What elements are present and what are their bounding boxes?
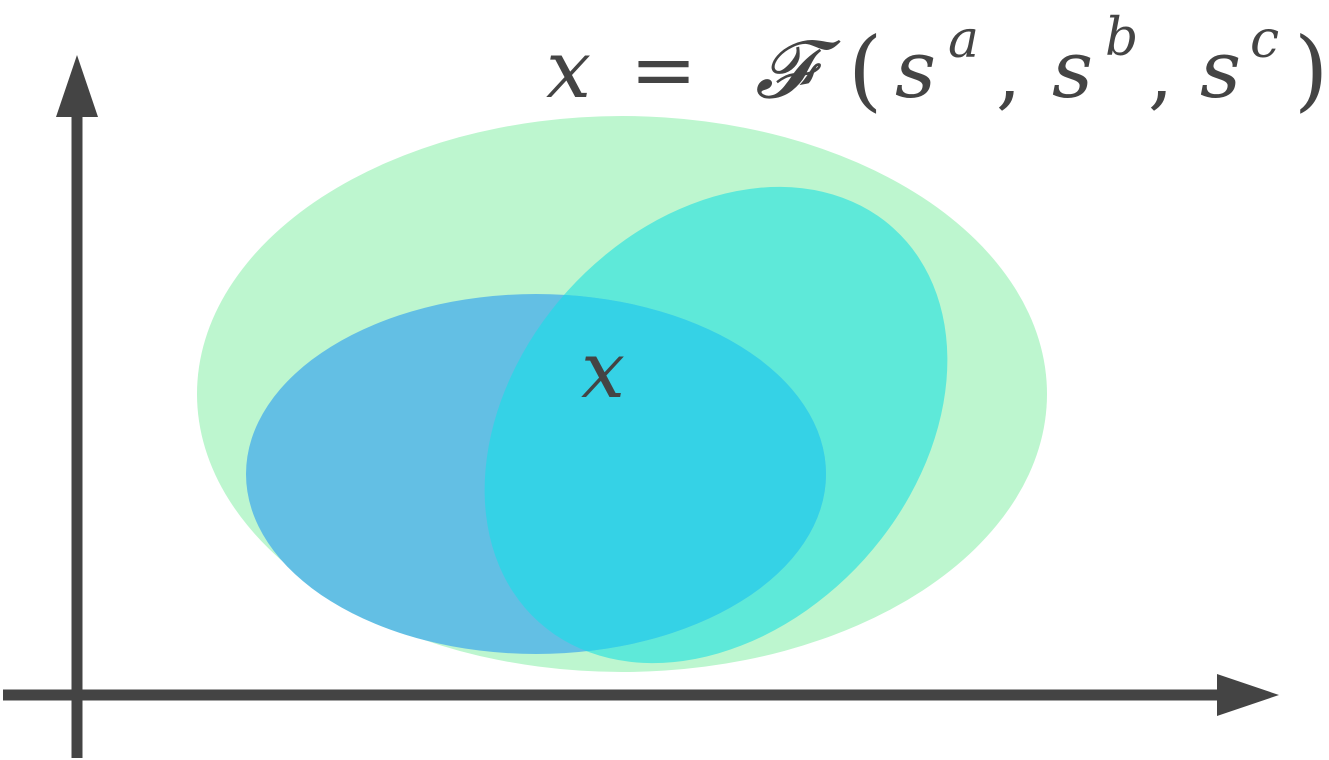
formula-open-paren: ( — [848, 18, 882, 121]
x-axis-arrow-icon — [1217, 674, 1279, 716]
formula-close-paren: ) — [1294, 18, 1328, 121]
center-label: x — [581, 326, 625, 416]
formula: x = 𝓕 ( s a , s b , s c ) — [546, 8, 1328, 121]
formula-arg2-base: s — [1052, 23, 1093, 116]
formula-arg1-sup: a — [948, 10, 979, 70]
formula-func: 𝓕 — [755, 23, 841, 116]
formula-lhs: x — [546, 23, 591, 116]
formula-arg2-sup: b — [1105, 8, 1138, 68]
formula-arg3-sup: c — [1250, 10, 1279, 70]
overlap-region — [484, 294, 826, 654]
formula-arg3-base: s — [1200, 23, 1241, 116]
formula-comma1: , — [996, 26, 1021, 119]
formula-arg1-base: s — [895, 23, 936, 116]
formula-equals: = — [630, 23, 697, 116]
formula-comma2: , — [1148, 26, 1173, 119]
y-axis-arrow-icon — [56, 55, 98, 117]
axes — [3, 55, 1279, 758]
